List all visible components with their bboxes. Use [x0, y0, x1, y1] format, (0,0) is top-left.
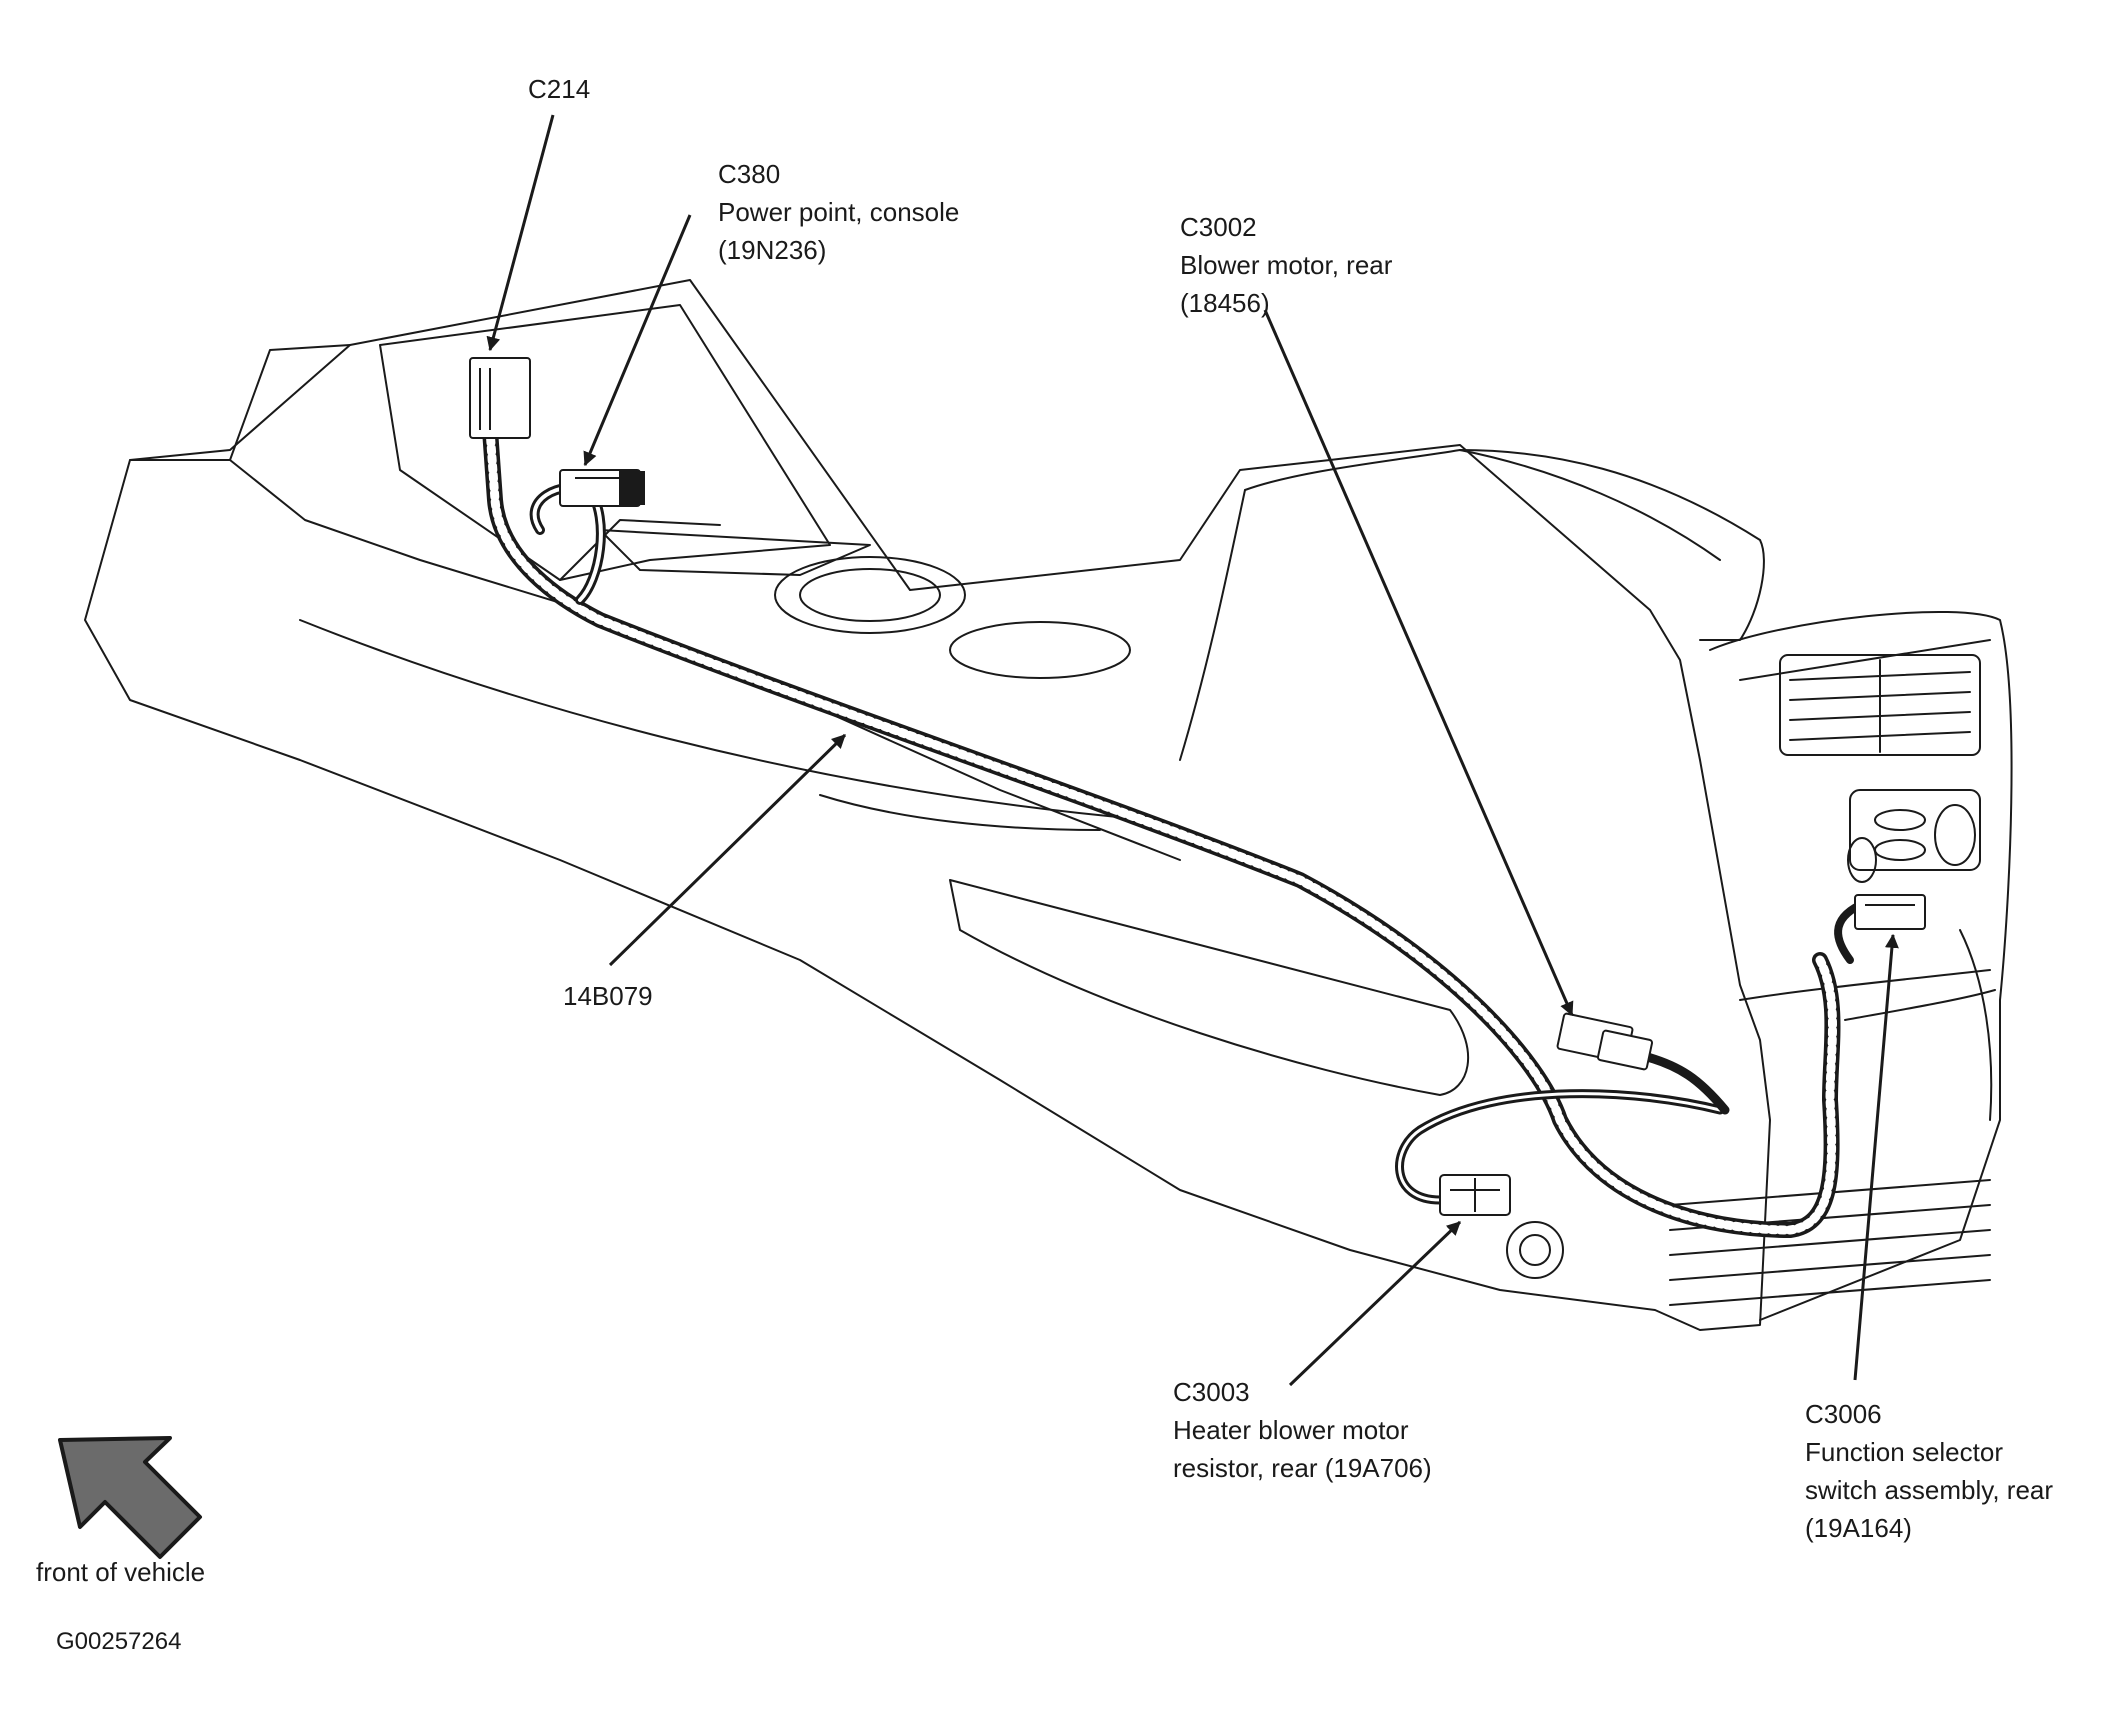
label-c3006-desc: Function selector	[1805, 1437, 2003, 1467]
label-c3002: C3002 Blower motor, rear (18456)	[1180, 208, 1392, 322]
label-c3006-part: (19A164)	[1805, 1513, 1912, 1543]
label-c380-desc: Power point, console	[718, 197, 960, 227]
side-slot	[949, 879, 1470, 1096]
figure-id: G00257264	[56, 1628, 182, 1655]
connector-c3002-body	[1556, 1012, 1654, 1071]
label-c3003-code: C3003	[1173, 1377, 1250, 1407]
cupholder	[774, 556, 966, 634]
leader-c3003	[1288, 1220, 1462, 1387]
label-c380: C380 Power point, console (19N236)	[718, 155, 959, 269]
connector-c3003-body	[1439, 1174, 1511, 1216]
console-front-body	[84, 279, 1771, 1331]
label-14b079: 14B079	[563, 977, 653, 1015]
label-c3002-code: C3002	[1180, 212, 1257, 242]
front-of-vehicle-label: front of vehicle	[36, 1557, 206, 1587]
leader-c3002	[1263, 309, 1574, 1017]
connector-c3006-body	[1854, 894, 1926, 930]
label-c3006-desc2: switch assembly, rear	[1805, 1475, 2054, 1505]
label-c214: C214	[528, 70, 590, 108]
label-c380-code: C380	[718, 159, 781, 189]
label-c3003-desc: Heater blower motor	[1173, 1415, 1409, 1445]
label-c3006-code: C3006	[1805, 1399, 1882, 1429]
label-c214-code: C214	[528, 74, 591, 104]
label-c3003-part: resistor, rear (19A706)	[1173, 1453, 1432, 1483]
leader-14b079	[608, 733, 847, 967]
label-c3003: C3003 Heater blower motor resistor, rear…	[1173, 1373, 1432, 1487]
connector-c214-body	[469, 357, 531, 439]
front-arrow-icon	[58, 1436, 202, 1559]
armrest	[1244, 449, 1765, 641]
rear-air-vents	[1779, 654, 1981, 756]
rear-face-panel	[1709, 610, 2013, 1321]
leader-c380	[583, 214, 692, 467]
wiring-harness-14b079	[482, 422, 1864, 1238]
connector-c380-body	[559, 469, 645, 507]
label-c3002-desc: Blower motor, rear	[1180, 250, 1393, 280]
label-14b079-code: 14B079	[563, 981, 653, 1011]
label-c380-part: (19N236)	[718, 235, 827, 265]
leader-c3006	[1853, 933, 1899, 1381]
label-c3006: C3006 Function selector switch assembly,…	[1805, 1395, 2053, 1547]
side-hole	[1506, 1221, 1564, 1279]
control-panel	[1847, 789, 1981, 883]
label-c3002-part: (18456)	[1180, 288, 1270, 318]
leader-c214	[486, 114, 555, 352]
